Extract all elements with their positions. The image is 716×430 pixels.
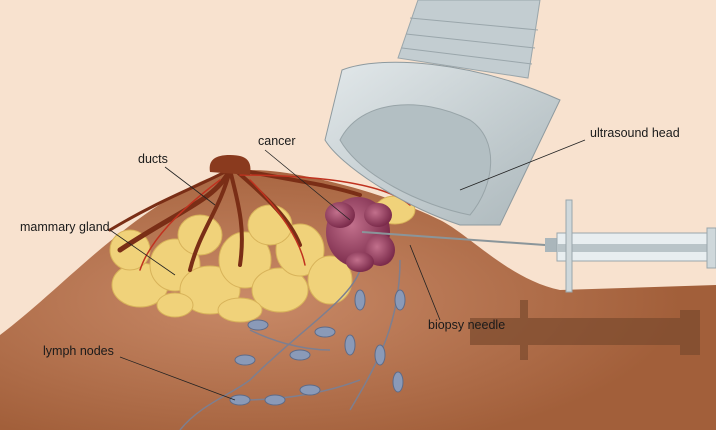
label-lymph-nodes: lymph nodes [43, 344, 114, 358]
ultrasound-head [324, 0, 561, 226]
leader-lines [109, 139, 586, 401]
syringe [545, 199, 716, 293]
nipple [209, 155, 251, 175]
mammary-gland [109, 195, 416, 323]
label-ultrasound-head: ultrasound head [590, 126, 680, 140]
label-cancer: cancer [258, 134, 296, 148]
lymph-nodes [179, 259, 406, 430]
label-ducts: ducts [138, 152, 168, 166]
ducts [108, 167, 411, 272]
label-biopsy-needle: biopsy needle [428, 318, 506, 332]
label-mammary-gland: mammary gland [20, 220, 110, 234]
tumor [325, 197, 395, 272]
syringe-shadow [470, 300, 700, 360]
biopsy-needle [361, 231, 546, 246]
